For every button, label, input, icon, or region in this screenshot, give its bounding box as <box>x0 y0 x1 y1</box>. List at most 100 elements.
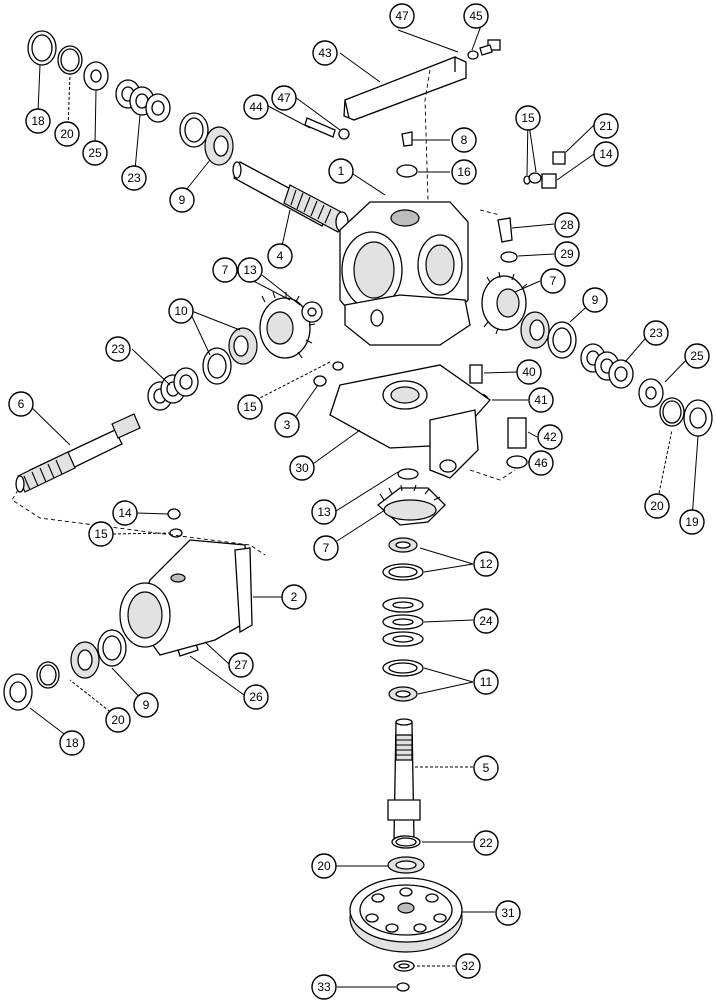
svg-text:23: 23 <box>127 171 141 185</box>
callout-labels: 18 20 25 23 9 4 43 47 45 44 47 8 16 1 15… <box>8 3 710 1000</box>
svg-text:9: 9 <box>592 293 599 307</box>
main-gearbox-1 <box>339 201 471 346</box>
svg-text:46: 46 <box>534 456 548 470</box>
svg-text:9: 9 <box>179 193 186 207</box>
callout-26: 26 <box>243 684 269 710</box>
callout-29: 29 <box>554 241 580 267</box>
svg-text:9: 9 <box>143 698 150 712</box>
bevel-gear-7-lower <box>376 468 446 526</box>
svg-text:47: 47 <box>395 9 409 23</box>
svg-text:24: 24 <box>479 614 493 628</box>
large-gear-31 <box>349 877 463 953</box>
svg-text:32: 32 <box>461 959 475 973</box>
callout-18-a: 18 <box>59 730 85 756</box>
callout-31: 31 <box>495 900 521 926</box>
callout-1: 1 <box>328 158 354 184</box>
callout-42: 42 <box>537 424 563 450</box>
svg-text:13: 13 <box>243 263 257 277</box>
top-cover-44 <box>343 56 467 121</box>
callout-3: 3 <box>274 412 300 438</box>
input-shaft-4 <box>232 161 349 233</box>
callout-14-b: 14 <box>112 500 138 526</box>
callout-12: 12 <box>473 551 499 577</box>
right-side-bearings <box>520 311 713 437</box>
svg-text:22: 22 <box>479 836 493 850</box>
svg-text:47: 47 <box>277 91 291 105</box>
svg-text:13: 13 <box>317 505 331 519</box>
svg-text:25: 25 <box>88 146 102 160</box>
callout-27: 27 <box>228 652 254 678</box>
svg-text:27: 27 <box>234 658 248 672</box>
svg-text:30: 30 <box>295 461 309 475</box>
callout-21: 21 <box>593 113 619 139</box>
callout-43: 46 <box>528 450 554 476</box>
callout-14-a: 14 <box>593 141 619 167</box>
callout-23-c: 23 <box>643 320 669 346</box>
callout-7-c: 7 <box>313 535 339 561</box>
callout-44: 43 <box>312 40 338 66</box>
callout-6: 6 <box>8 391 34 417</box>
callout-41: 41 <box>528 387 554 413</box>
svg-text:29: 29 <box>560 247 574 261</box>
svg-text:26: 26 <box>249 690 263 704</box>
callout-19: 20 <box>311 853 337 879</box>
callout-47-b: 47 <box>271 85 297 111</box>
svg-text:7: 7 <box>323 541 330 555</box>
svg-text:20: 20 <box>111 713 125 727</box>
callout-30: 30 <box>289 455 315 481</box>
svg-text:44: 44 <box>249 100 263 114</box>
svg-text:23: 23 <box>649 326 663 340</box>
upper-left-rings <box>27 30 171 123</box>
svg-text:20: 20 <box>650 499 664 513</box>
housing-2 <box>119 539 253 656</box>
callout-28: 28 <box>554 212 580 238</box>
callout-9-b: 9 <box>582 287 608 313</box>
svg-text:5: 5 <box>483 761 490 775</box>
callout-33: 33 <box>311 974 337 1000</box>
svg-text:8: 8 <box>461 133 468 147</box>
svg-text:2: 2 <box>291 590 298 604</box>
svg-text:19: 19 <box>685 515 699 529</box>
mount-plate-30 <box>329 364 491 479</box>
svg-text:15: 15 <box>521 111 535 125</box>
lower-rings <box>387 835 425 992</box>
svg-text:31: 31 <box>501 906 515 920</box>
callout-25-b: 25 <box>684 343 710 369</box>
callout-40: 40 <box>516 359 542 385</box>
callout-11: 11 <box>473 669 499 695</box>
vertical-shaft-5 <box>387 718 421 845</box>
callout-20-a: 20 <box>54 121 80 147</box>
svg-text:25: 25 <box>690 349 704 363</box>
callout-23-a: 23 <box>121 165 147 191</box>
callout-20-b: 20 <box>105 707 131 733</box>
svg-text:12: 12 <box>479 557 493 571</box>
callout-17: 18 <box>25 108 51 134</box>
callout-4: 4 <box>267 243 293 269</box>
callout-15-c: 15 <box>88 521 114 547</box>
callout-5: 5 <box>473 755 499 781</box>
svg-text:18: 18 <box>65 736 79 750</box>
upper-left-bearing <box>179 112 234 166</box>
svg-text:33: 33 <box>317 980 331 994</box>
svg-text:4: 4 <box>277 249 284 263</box>
left-mid-bearings <box>147 327 258 411</box>
callout-22: 22 <box>473 830 499 856</box>
svg-text:21: 21 <box>599 119 613 133</box>
svg-text:45: 45 <box>469 9 483 23</box>
callout-13-b: 13 <box>311 499 337 525</box>
svg-text:16: 16 <box>457 165 471 179</box>
svg-text:23: 23 <box>111 342 125 356</box>
callout-23-b: 23 <box>105 336 131 362</box>
svg-text:28: 28 <box>560 218 574 232</box>
callout-20-c: 20 <box>644 493 670 519</box>
callout-15-b: 15 <box>237 394 263 420</box>
svg-text:10: 10 <box>174 304 188 318</box>
svg-text:14: 14 <box>599 147 613 161</box>
output-shaft-6 <box>11 413 266 556</box>
svg-text:41: 41 <box>534 393 548 407</box>
svg-text:6: 6 <box>18 397 25 411</box>
callout-25-a: 25 <box>82 140 108 166</box>
vertical-stack <box>382 537 424 702</box>
svg-text:14: 14 <box>118 506 132 520</box>
svg-text:3: 3 <box>284 418 291 432</box>
